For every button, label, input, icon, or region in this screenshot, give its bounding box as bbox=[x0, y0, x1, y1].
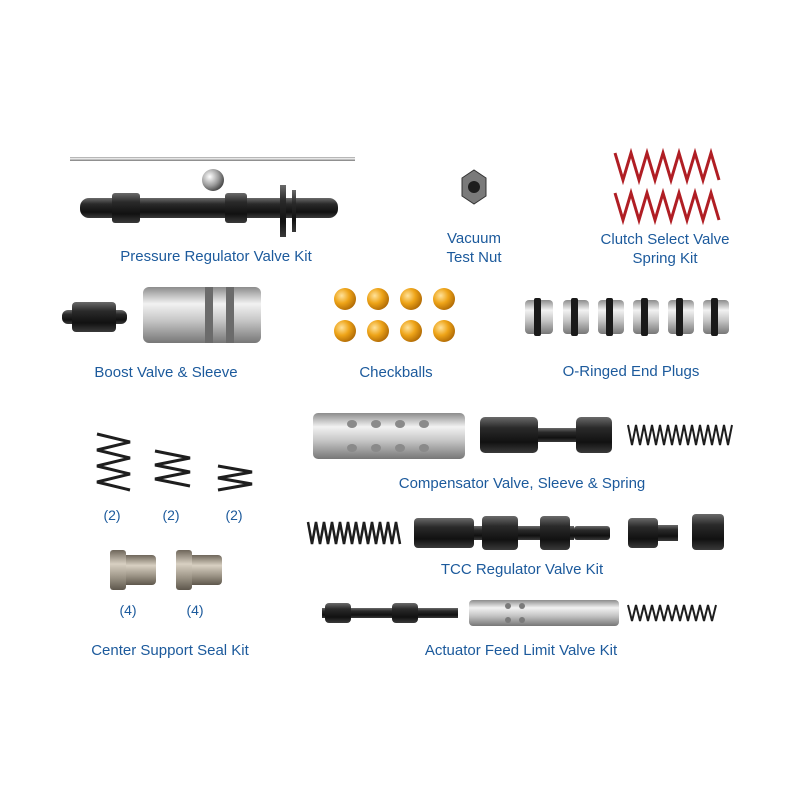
quantity-label: (2) bbox=[103, 507, 121, 523]
actuator-feed-label: Actuator Feed Limit Valve Kit bbox=[424, 642, 618, 659]
boost-valve-parts bbox=[62, 287, 261, 343]
quantity-label: (4) bbox=[119, 602, 137, 618]
rod bbox=[70, 157, 355, 161]
pressure-regulator-parts bbox=[70, 157, 355, 237]
vacuum-test-nut-label: Vacuum Test Nut bbox=[446, 230, 502, 266]
boost-valve-label: Boost Valve & Sleeve bbox=[94, 364, 238, 381]
clutch-select-label: Clutch Select Valve Spring Kit bbox=[600, 231, 730, 267]
tcc-regulator-label: TCC Regulator Valve Kit bbox=[440, 561, 604, 578]
center-support-label: Center Support Seal Kit bbox=[91, 642, 249, 659]
compensator-parts bbox=[313, 413, 733, 459]
quantity-label: (2) bbox=[162, 507, 180, 523]
quantity-label: (2) bbox=[225, 507, 243, 523]
small-springs bbox=[96, 432, 253, 492]
hex-nut bbox=[461, 169, 487, 205]
end-plugs-label: O-Ringed End Plugs bbox=[562, 363, 700, 380]
red-springs bbox=[613, 147, 721, 226]
end-plugs-group bbox=[525, 298, 729, 336]
pressure-regulator-label: Pressure Regulator Valve Kit bbox=[120, 248, 312, 265]
tcc-parts bbox=[306, 514, 724, 550]
steel-ball bbox=[202, 169, 224, 191]
quantity-label: (4) bbox=[186, 602, 204, 618]
seal-bushings bbox=[110, 550, 222, 590]
checkballs-group bbox=[334, 288, 455, 342]
compensator-label: Compensator Valve, Sleeve & Spring bbox=[398, 475, 646, 492]
actuator-parts bbox=[322, 600, 717, 626]
checkballs-label: Checkballs bbox=[359, 364, 433, 381]
valve-body bbox=[80, 198, 338, 218]
sleeve bbox=[143, 287, 261, 343]
